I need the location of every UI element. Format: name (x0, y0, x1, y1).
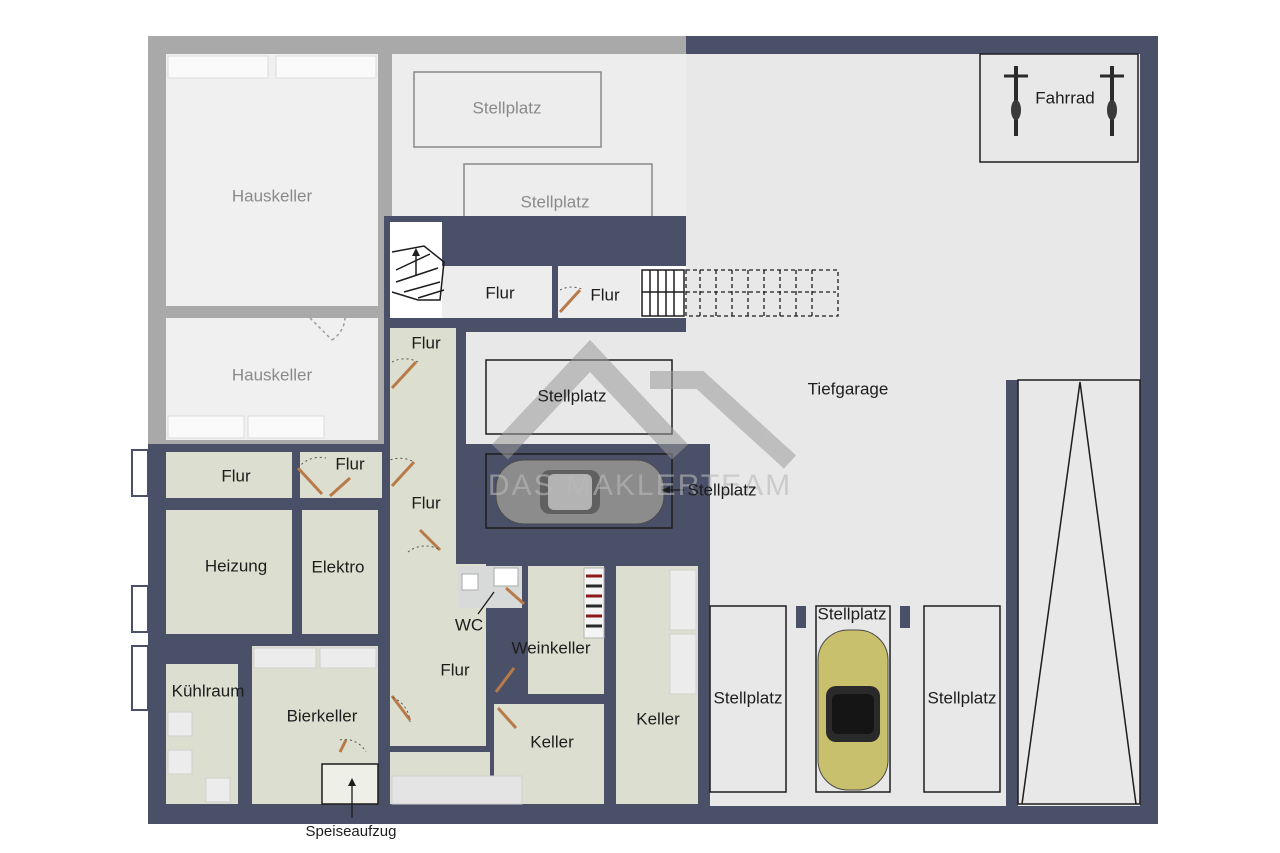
shelf (253, 647, 317, 669)
staircase-left (391, 245, 445, 301)
ramp-arrow (1021, 381, 1137, 805)
doors (296, 288, 582, 753)
window (131, 645, 149, 711)
room-elektro (302, 510, 378, 634)
label-elektro: Elektro (312, 557, 365, 576)
label-stellplatz-garage2: Stellplatz (688, 480, 757, 499)
label-bierkeller: Bierkeller (287, 706, 358, 725)
hauskeller-top-room (166, 54, 378, 306)
label-stellplatz-top1: Stellplatz (473, 98, 542, 117)
ramp-box (1017, 379, 1141, 805)
bicycle-icon (1100, 66, 1124, 136)
stair-arrow (412, 248, 420, 256)
pillar (900, 606, 910, 628)
label-fahrrad: Fahrrad (1035, 88, 1095, 107)
shelf (669, 569, 697, 631)
flur-corridor (390, 328, 456, 564)
shelf (167, 415, 245, 439)
label-wc: WC (455, 615, 483, 634)
door-swing (309, 317, 346, 341)
wine-rack (583, 567, 605, 639)
storage-box (167, 749, 193, 775)
ramp-wall (1006, 380, 1018, 806)
car-icon (817, 629, 889, 791)
label-flur-stair: Flur (411, 333, 441, 352)
label-stellplatz-bottom-left: Stellplatz (714, 688, 783, 707)
label-stellplatz-bottom-right: Stellplatz (928, 688, 997, 707)
pillar (796, 606, 806, 628)
room-flur-left (166, 452, 292, 498)
room-flur-mid (300, 452, 382, 498)
label-weinkeller: Weinkeller (511, 638, 590, 657)
label-keller-small: Keller (530, 732, 574, 751)
shelf (167, 55, 269, 79)
label-stellplatz-garage1: Stellplatz (538, 386, 607, 405)
wc-arrow (477, 591, 495, 615)
arrow-head (662, 486, 670, 494)
flur-top-left-room (442, 266, 552, 318)
label-flur-corridor: Flur (411, 493, 441, 512)
label-heizung: Heizung (205, 556, 267, 575)
label-hauskeller-top: Hauskeller (232, 186, 313, 205)
label-stellplatz-bottom-mid: Stellplatz (818, 604, 887, 623)
stellplatz-bottom-right-box (923, 605, 1001, 793)
car-icon (495, 459, 665, 525)
label-flur-left: Flur (221, 466, 251, 485)
fahrrad-box (979, 53, 1139, 163)
watermark-logo (491, 339, 797, 469)
stellplatz-bottom-mid-box (815, 605, 891, 793)
label-flur-top-left: Flur (485, 283, 515, 302)
shelf (669, 633, 697, 695)
label-flur-mid: Flur (335, 454, 365, 473)
window (131, 449, 149, 497)
room-heizung (166, 510, 292, 634)
label-tiefgarage: Tiefgarage (808, 379, 889, 398)
shelf (247, 415, 325, 439)
storage-box (167, 711, 193, 737)
label-keller-right: Keller (636, 709, 680, 728)
window (131, 585, 149, 633)
shelf (275, 55, 377, 79)
flur-top-right-room (558, 266, 640, 318)
label-hauskeller-bottom: Hauskeller (232, 365, 313, 384)
wc-toilet (461, 573, 479, 591)
storage-box (205, 777, 231, 803)
label-flur-top-right: Flur (590, 285, 620, 304)
label-stellplatz-top2: Stellplatz (521, 192, 590, 211)
bicycle-icon (1004, 66, 1028, 136)
door-swings (297, 286, 585, 753)
arrow-head (348, 778, 356, 786)
wc-sink (493, 567, 519, 587)
label-flur-lower: Flur (440, 660, 470, 679)
stellplatz-garage2-box (485, 453, 673, 529)
label-speiseaufzug: Speiseaufzug (306, 823, 397, 840)
room-bottom-strip2 (391, 775, 523, 805)
label-kuehlraum: Kühlraum (172, 681, 245, 700)
stellplatz-bottom-left-box (709, 605, 787, 793)
staircase-dashed (685, 269, 839, 317)
watermark-text: DAS MAKLERTEAM (488, 469, 792, 502)
stellplatz-top1-box (413, 71, 602, 148)
shelf (319, 647, 377, 669)
staircase-right (641, 269, 685, 317)
